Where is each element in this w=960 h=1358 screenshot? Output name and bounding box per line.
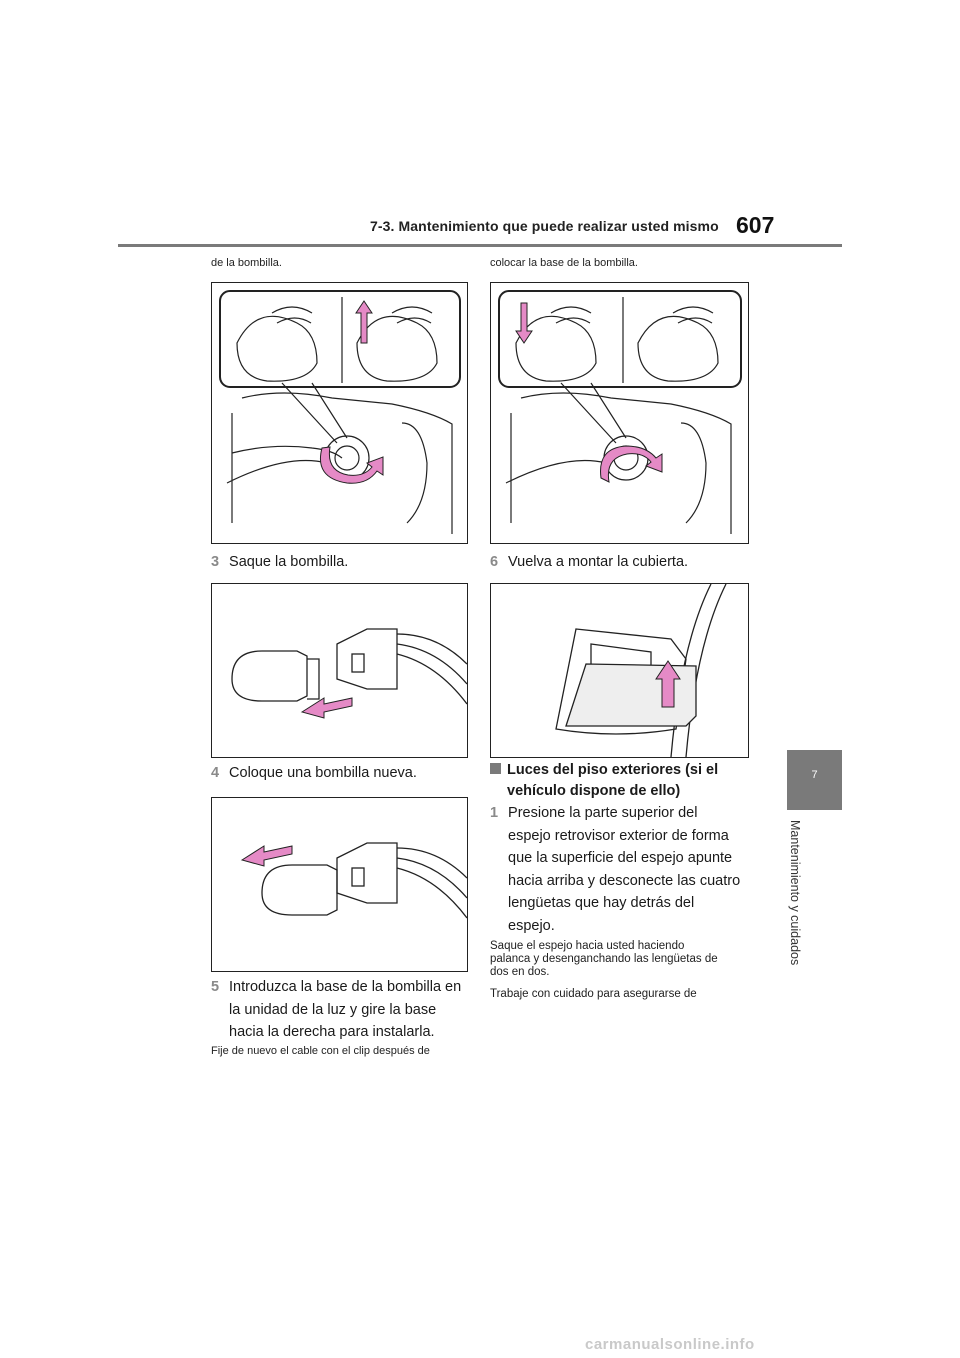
bulb-install-drawing bbox=[240, 842, 467, 919]
page-number: 607 bbox=[736, 212, 775, 238]
section-title: 7-3. Mantenimiento que puede realizar us… bbox=[370, 218, 719, 234]
section-heading-floor-lights: Luces del piso exteriores (si el vehícul… bbox=[490, 760, 718, 802]
note-remove-mirror: Saque el espejo hacia usted haciendo pal… bbox=[490, 940, 718, 978]
chapter-number: 7 bbox=[811, 769, 818, 781]
header-divider bbox=[118, 244, 842, 247]
step-5: 5 Introduzca la base de la bombilla en l… bbox=[211, 979, 462, 1040]
heading-bullet-icon bbox=[490, 763, 501, 774]
bulb-socket-install-drawing bbox=[498, 290, 742, 534]
chapter-label: Mantenimiento y cuidados bbox=[788, 820, 822, 1000]
chapter-label-text: Mantenimiento y cuidados bbox=[788, 820, 802, 966]
step-3: 3 Saque la bombilla. bbox=[211, 554, 349, 570]
bulb-socket-install-illustration bbox=[490, 282, 749, 544]
bulb-removal-illustration bbox=[211, 583, 468, 758]
bulb-socket-removal-drawing bbox=[219, 290, 461, 534]
step-4: 4 Coloque una bombilla nueva. bbox=[211, 765, 417, 781]
bulb-install-illustration bbox=[211, 797, 468, 972]
step-6: 6 Vuelva a montar la cubierta. bbox=[490, 554, 689, 570]
continuation-text-bottom: Fije de nuevo el cable con el clip despu… bbox=[211, 1045, 430, 1057]
cover-install-illustration bbox=[490, 583, 749, 758]
watermark: carmanualsonline.info bbox=[585, 1336, 755, 1353]
step-1: 1 Presione la parte superior del espejo … bbox=[490, 805, 741, 934]
note-careful: Trabaje con cuidado para asegurarse de bbox=[490, 988, 697, 1000]
continuation-text: de la bombilla. bbox=[211, 257, 282, 269]
cover-install-drawing bbox=[555, 584, 727, 757]
chapter-tab: 7 bbox=[787, 750, 842, 810]
bulb-removal-drawing bbox=[231, 628, 467, 719]
bulb-socket-removal-illustration bbox=[211, 282, 468, 544]
continuation-text-right: colocar la base de la bombilla. bbox=[490, 257, 638, 269]
